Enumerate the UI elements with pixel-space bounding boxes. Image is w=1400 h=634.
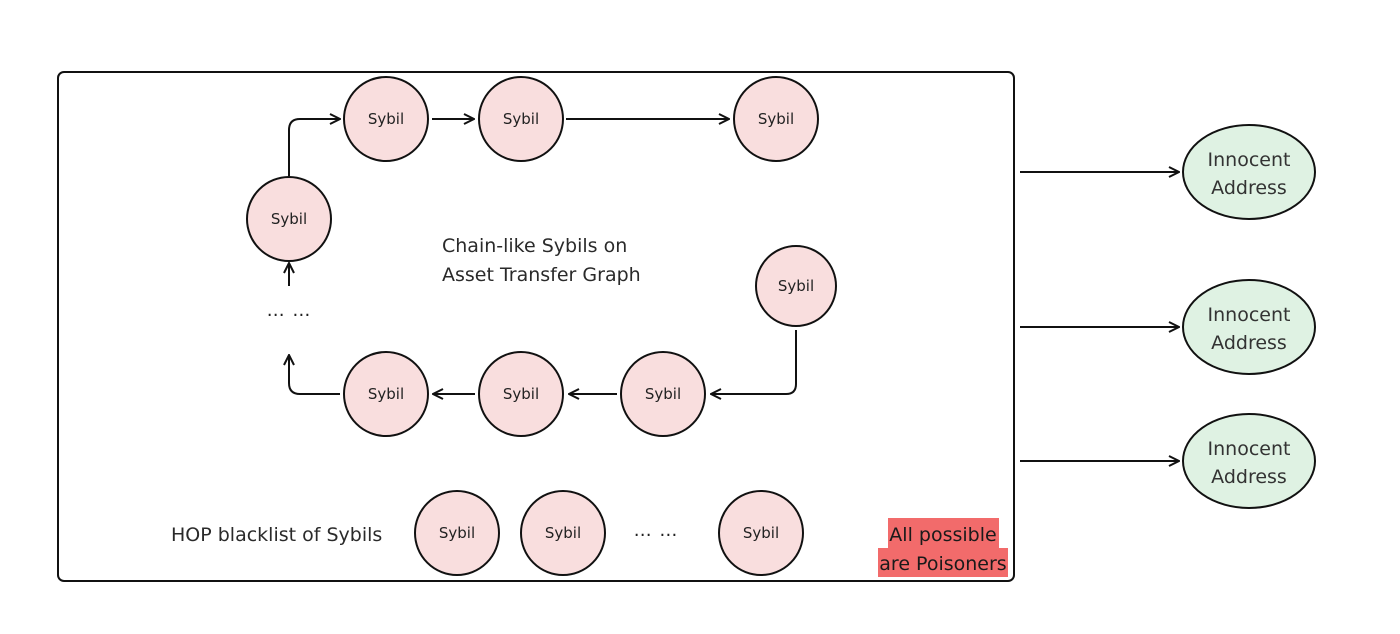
sybil-group-box	[57, 71, 1015, 582]
edge-left-sybil-to-top-sybil-1	[288, 119, 340, 176]
svg-text:are Poisoners: are Poisoners	[879, 553, 1006, 575]
svg-text:Sybil: Sybil	[439, 524, 475, 542]
sybil-node-top-1: Sybil	[343, 76, 429, 162]
svg-text:Sybil: Sybil	[545, 524, 581, 542]
blacklist-sybil-2: Sybil	[520, 490, 606, 576]
edge-right-sybil-to-bottom-sybil-3	[711, 330, 797, 394]
sybil-node-top-3: Sybil	[733, 76, 819, 162]
svg-text:All possible: All possible	[889, 524, 996, 546]
innocent-address-node-3: Innocent Address	[1182, 413, 1316, 509]
sybil-node-top-2: Sybil	[478, 76, 564, 162]
innocent-address-node-2: Innocent Address	[1182, 279, 1316, 375]
sybil-node-bottom-3: Sybil	[620, 351, 706, 437]
chain-caption-line-1: Chain-like Sybils on	[442, 235, 627, 257]
svg-text:Innocent: Innocent	[1208, 304, 1291, 326]
svg-text:Sybil: Sybil	[271, 210, 307, 228]
svg-text:Address: Address	[1211, 332, 1287, 354]
blacklist-caption: HOP blacklist of Sybils	[171, 524, 382, 546]
svg-text:Sybil: Sybil	[758, 110, 794, 128]
svg-text:Sybil: Sybil	[645, 385, 681, 403]
sybil-node-left: Sybil	[246, 176, 332, 262]
svg-text:Sybil: Sybil	[743, 524, 779, 542]
innocent-address-node-1: Innocent Address	[1182, 124, 1316, 220]
svg-text:Sybil: Sybil	[778, 277, 814, 295]
sybil-node-bottom-1: Sybil	[343, 351, 429, 437]
svg-text:Innocent: Innocent	[1208, 149, 1291, 171]
svg-text:Sybil: Sybil	[368, 110, 404, 128]
svg-text:Address: Address	[1211, 177, 1287, 199]
sybil-node-right: Sybil	[755, 245, 837, 327]
chain-ellipsis: … …	[267, 300, 312, 321]
svg-text:Sybil: Sybil	[503, 385, 539, 403]
blacklist-sybil-1: Sybil	[414, 490, 500, 576]
chain-caption-line-2: Asset Transfer Graph	[442, 264, 641, 286]
svg-text:Address: Address	[1211, 466, 1287, 488]
svg-text:Innocent: Innocent	[1208, 438, 1291, 460]
svg-text:Sybil: Sybil	[503, 110, 539, 128]
svg-text:Sybil: Sybil	[368, 385, 404, 403]
edge-bottom-sybil-1-to-ellipsis	[289, 355, 340, 395]
blacklist-sybil-3: Sybil	[718, 490, 804, 576]
sybil-node-bottom-2: Sybil	[478, 351, 564, 437]
blacklist-ellipsis: … …	[634, 520, 679, 541]
poisoner-label: All possible are Poisoners	[878, 518, 1008, 577]
